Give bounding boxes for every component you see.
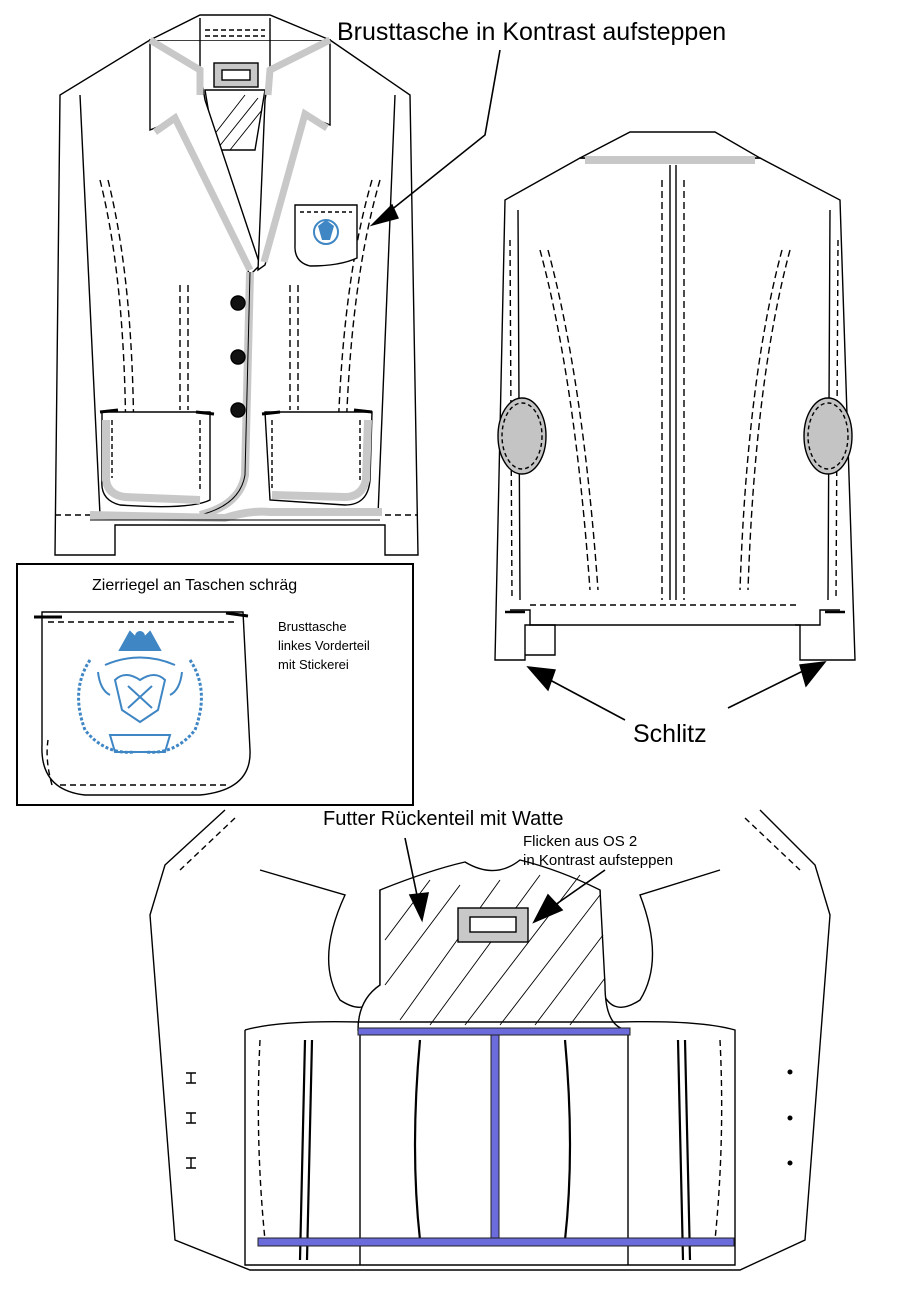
right-vent [795, 609, 840, 626]
patch-label-line-1: Flicken aus OS 2 [523, 833, 638, 850]
lining-tapes [257, 1027, 735, 1247]
chest-pocket-detail-box [16, 563, 414, 806]
button-2 [230, 349, 246, 365]
right-elbow-patch [803, 397, 853, 475]
tape-horizontal-top [357, 1027, 631, 1036]
left-elbow-patch [497, 397, 547, 475]
lining-back-panel [357, 859, 631, 1031]
tape-vertical-centre [490, 1034, 500, 1241]
lining-back-label: Futter Rückenteil mit Watte [323, 808, 564, 830]
button-3 [230, 402, 246, 418]
inset-title: Zierriegel an Taschen schräg [92, 577, 298, 594]
tape-horizontal-bottom [257, 1237, 735, 1247]
button-1 [230, 295, 246, 311]
inset-desc-line-3: mit Stickerei [278, 657, 349, 672]
embroidery-crest [77, 630, 203, 754]
inset-desc-line-2: linkes Vorderteil [278, 638, 370, 653]
chest-pocket-contrast-label: Brusttasche in Kontrast aufsteppen [337, 18, 727, 46]
inset-desc-line-1: Brusttasche [278, 619, 347, 634]
patch-label-line-2: in Kontrast aufsteppen [523, 852, 674, 869]
vent-label: Schlitz [633, 720, 707, 748]
left-vent [510, 609, 556, 656]
left-lower-pocket [101, 411, 211, 508]
